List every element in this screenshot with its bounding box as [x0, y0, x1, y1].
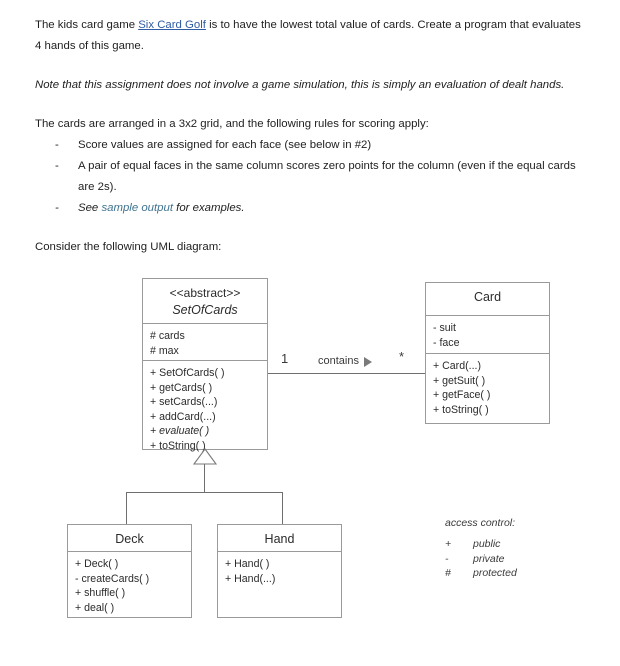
document-body: The kids card game Six Card Golf is to h… — [35, 15, 587, 258]
list-item: - Score values are assigned for each fac… — [35, 135, 587, 156]
association-target-multiplicity: * — [399, 349, 405, 364]
class-stereotype: <<abstract>> — [169, 286, 241, 300]
inheritance-drop-hand — [282, 492, 283, 524]
rule-text: A pair of equal faces in the same column… — [78, 160, 576, 193]
class-attributes-setofcards: # cards # max — [143, 324, 267, 361]
method: + getCards( ) — [150, 381, 213, 394]
association-source-multiplicity: 1 — [281, 351, 289, 366]
method: + Hand(...) — [225, 572, 276, 585]
method: - createCards( ) — [75, 572, 150, 585]
class-methods-setofcards: + SetOfCards( ) + getCards( ) + setCards… — [143, 361, 267, 452]
attribute: - suit — [433, 322, 456, 334]
uml-class-setofcards[interactable]: <<abstract>> SetOfCards # cards # max + … — [142, 278, 268, 452]
legend-symbol: - — [445, 552, 449, 565]
association-label-contains: contains — [318, 355, 359, 367]
class-name: SetOfCards — [172, 303, 238, 317]
method: + Hand( ) — [225, 558, 270, 570]
method: + SetOfCards( ) — [150, 367, 225, 379]
rule-text-before: See — [78, 202, 102, 214]
paragraph-uml-lead: Consider the following UML diagram: — [35, 241, 222, 253]
method: + Card(...) — [433, 360, 481, 372]
class-methods-deck: + Deck( ) - createCards( ) + shuffle( ) … — [68, 552, 191, 619]
class-methods-hand: + Hand( ) + Hand(...) — [218, 552, 341, 619]
class-header-hand: Hand — [218, 525, 341, 552]
class-methods-card: + Card(...) + getSuit( ) + getFace( ) + … — [426, 354, 549, 425]
method: + toString( ) — [150, 439, 206, 452]
method: + shuffle( ) — [75, 587, 126, 599]
class-name: Card — [473, 290, 502, 304]
inheritance-crossbar — [126, 492, 283, 493]
bullet-dash: - — [55, 139, 59, 151]
list-item: - See sample output for examples. — [35, 198, 587, 219]
access-control-legend: access control: + public - private # pro… — [445, 516, 517, 581]
class-header-setofcards: <<abstract>> SetOfCards — [143, 279, 267, 324]
legend-title: access control: — [445, 517, 516, 529]
paragraph-note: Note that this assignment does not invol… — [35, 79, 565, 91]
paragraph-rules-lead: The cards are arranged in a 3x2 grid, an… — [35, 118, 429, 130]
legend-meaning: protected — [473, 567, 517, 579]
uml-class-card[interactable]: Card - suit - face + Card(...) + getSuit… — [425, 282, 550, 424]
bullet-dash: - — [55, 202, 59, 214]
class-name: Deck — [115, 532, 144, 546]
uml-class-hand[interactable]: Hand + Hand( ) + Hand(...) — [217, 524, 342, 618]
legend-symbol: + — [445, 538, 452, 550]
legend-row: + public — [445, 537, 517, 552]
inheritance-stem — [204, 464, 205, 492]
method-abstract: + evaluate( ) — [150, 425, 210, 437]
list-item: - A pair of equal faces in the same colu… — [35, 156, 587, 198]
sample-output-link[interactable]: sample output — [101, 202, 173, 214]
legend-row: - private — [445, 552, 517, 567]
association-line-contains — [268, 373, 425, 374]
six-card-golf-link[interactable]: Six Card Golf — [138, 19, 206, 31]
scoring-rules-list: - Score values are assigned for each fac… — [35, 135, 587, 219]
inheritance-triangle-icon — [192, 448, 218, 465]
bullet-dash: - — [55, 160, 59, 172]
method: + getFace( ) — [433, 389, 491, 401]
uml-class-deck[interactable]: Deck + Deck( ) - createCards( ) + shuffl… — [67, 524, 192, 618]
method: + toString( ) — [433, 403, 489, 416]
attribute: - face — [433, 336, 460, 349]
attribute: # cards — [150, 330, 185, 342]
legend-meaning: private — [473, 552, 505, 565]
rule-text: Score values are assigned for each face … — [78, 139, 372, 151]
method: + addCard(...) — [150, 410, 216, 423]
legend-row: # protected — [445, 566, 517, 581]
class-name: Hand — [264, 532, 295, 546]
intro-text-before: The kids card game — [35, 19, 139, 31]
association-direction-arrow-icon — [364, 357, 372, 367]
intro-text-after: is to have the lowest total value of car… — [35, 19, 581, 52]
method: + deal( ) — [75, 601, 115, 614]
inheritance-drop-deck — [126, 492, 127, 524]
legend-meaning: public — [473, 538, 501, 550]
method: + Deck( ) — [75, 558, 119, 570]
class-header-card: Card — [426, 283, 549, 316]
class-header-deck: Deck — [68, 525, 191, 552]
legend-symbol: # — [445, 567, 451, 579]
attribute: # max — [150, 344, 179, 357]
class-attributes-card: - suit - face — [426, 316, 549, 354]
rule-text-after: for examples. — [173, 202, 245, 214]
paragraph-intro: The kids card game Six Card Golf is to h… — [35, 15, 587, 57]
method: + getSuit( ) — [433, 374, 486, 387]
method: + setCards(...) — [150, 396, 218, 408]
